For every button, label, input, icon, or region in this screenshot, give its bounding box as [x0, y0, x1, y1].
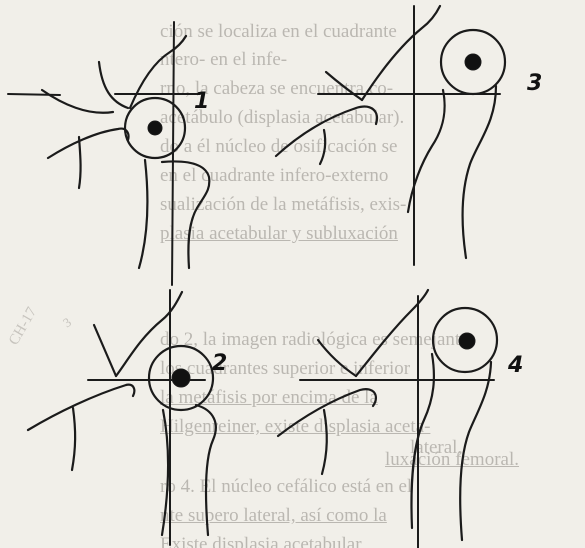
- acetabular-roof: [326, 72, 362, 100]
- panel-label: 2: [212, 351, 227, 376]
- panel-2: 2: [28, 290, 227, 545]
- panel-1: 1: [8, 22, 209, 285]
- femur-shaft: [162, 410, 168, 535]
- panel-label: 3: [527, 71, 542, 96]
- ischium-contour: [276, 107, 377, 156]
- femur-shaft: [460, 362, 491, 540]
- ischium-contour: [72, 408, 75, 470]
- hilgenreiner-line: [8, 94, 60, 95]
- acetabular-roof: [99, 62, 128, 108]
- panel-label: 1: [194, 89, 209, 114]
- ossification-nucleus: [148, 121, 162, 135]
- ischium-contour: [320, 130, 325, 164]
- ischium-contour: [48, 129, 129, 158]
- ossification-nucleus: [459, 333, 475, 349]
- panel-3: 3: [276, 6, 542, 265]
- femur-shaft: [139, 160, 147, 268]
- femur-shaft: [162, 161, 209, 268]
- ilium-contour: [42, 90, 113, 113]
- panel-label: 4: [507, 353, 523, 378]
- acetabular-roof: [318, 340, 356, 376]
- ilium-contour: [116, 292, 182, 376]
- ossification-nucleus: [465, 54, 481, 70]
- femur-shaft: [196, 405, 216, 535]
- femur-shaft: [463, 86, 496, 258]
- ischium-contour: [322, 410, 327, 474]
- ilium-contour: [362, 6, 440, 100]
- ilium-contour: [94, 325, 116, 376]
- ischium-contour: [79, 137, 81, 188]
- ischium-contour: [28, 385, 134, 430]
- panel-4: 4: [278, 290, 523, 548]
- ossification-nucleus: [172, 369, 190, 387]
